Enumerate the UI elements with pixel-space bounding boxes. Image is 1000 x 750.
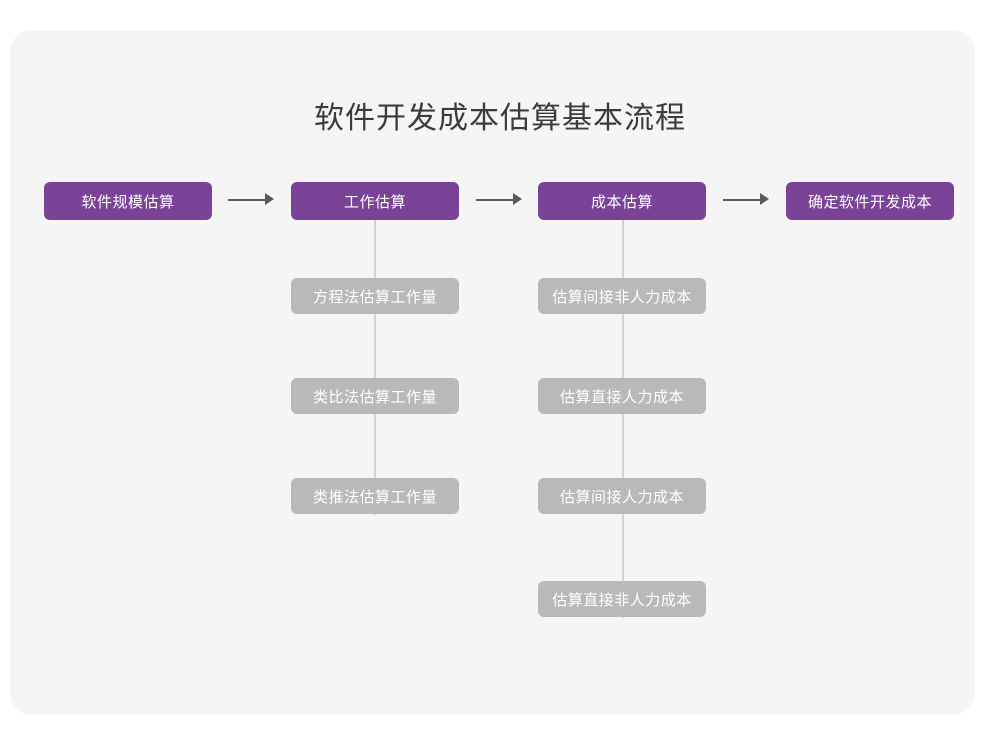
flow-step-2-label: 工作估算 bbox=[343, 193, 406, 211]
flow-step-4[interactable]: 确定软件开发成本 bbox=[786, 182, 954, 220]
branch-2-item-1[interactable]: 估算间接非人力成本 bbox=[538, 278, 706, 314]
flow-step-1-label: 软件规模估算 bbox=[81, 193, 175, 211]
flow-step-4-label: 确定软件开发成本 bbox=[807, 193, 932, 211]
connector-line-branch-1 bbox=[374, 220, 376, 515]
branch-2-item-3-label: 估算间接人力成本 bbox=[559, 488, 684, 506]
connector-line-branch-2 bbox=[622, 220, 624, 618]
branch-2-item-2[interactable]: 估算直接人力成本 bbox=[538, 378, 706, 414]
branch-1-item-3[interactable]: 类推法估算工作量 bbox=[291, 478, 459, 514]
branch-2-item-4-label: 估算直接非人力成本 bbox=[552, 591, 692, 609]
branch-1-item-2[interactable]: 类比法估算工作量 bbox=[291, 378, 459, 414]
branch-2-item-1-label: 估算间接非人力成本 bbox=[552, 288, 692, 306]
branch-1-item-1-label: 方程法估算工作量 bbox=[312, 288, 437, 306]
flow-step-3[interactable]: 成本估算 bbox=[538, 182, 706, 220]
branch-1-item-1[interactable]: 方程法估算工作量 bbox=[291, 278, 459, 314]
flow-step-2[interactable]: 工作估算 bbox=[291, 182, 459, 220]
arrow-2-icon bbox=[476, 190, 522, 210]
diagram-card bbox=[10, 30, 975, 715]
branch-2-item-2-label: 估算直接人力成本 bbox=[559, 388, 684, 406]
branch-1-item-2-label: 类比法估算工作量 bbox=[312, 388, 437, 406]
flow-step-3-label: 成本估算 bbox=[590, 193, 653, 211]
branch-2-item-4[interactable]: 估算直接非人力成本 bbox=[538, 581, 706, 617]
flow-step-1[interactable]: 软件规模估算 bbox=[44, 182, 212, 220]
page-title: 软件开发成本估算基本流程 bbox=[314, 102, 686, 135]
branch-2-item-3[interactable]: 估算间接人力成本 bbox=[538, 478, 706, 514]
arrow-3-icon bbox=[723, 190, 769, 210]
branch-1-item-3-label: 类推法估算工作量 bbox=[312, 488, 437, 506]
arrow-1-icon bbox=[228, 190, 274, 210]
